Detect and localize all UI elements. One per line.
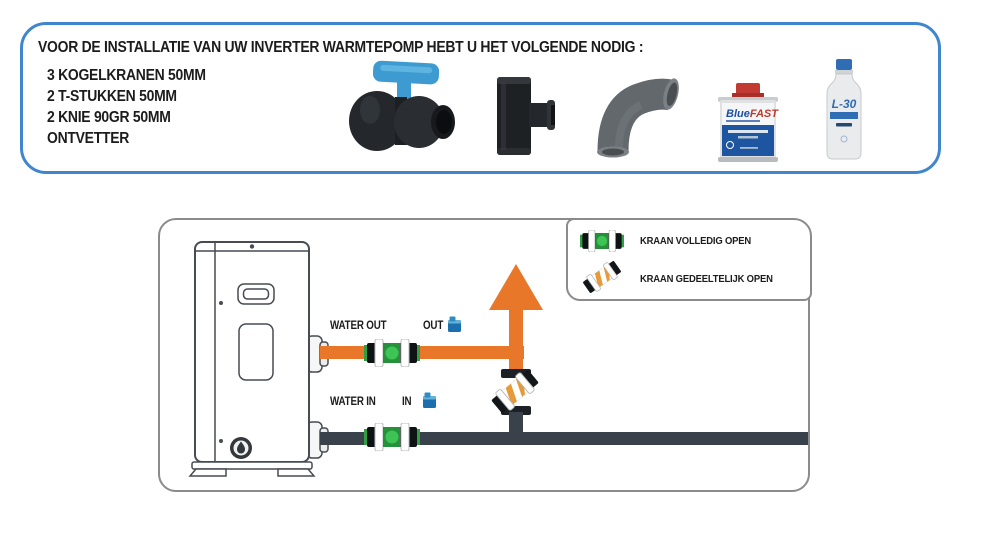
water-out-label: WATER OUT: [330, 320, 387, 332]
requirement-item: 2 KNIE 90GR 50MM: [47, 109, 171, 126]
valve-partial-icon: [580, 257, 624, 296]
valve-water-in-open: [363, 422, 421, 452]
legend-item-valve-partial: KRAAN GEDEELTELIJK OPEN: [580, 257, 787, 296]
legend-item-valve-open: KRAAN VOLLEDIG OPEN: [580, 228, 763, 254]
flow-arrow-icon: [489, 264, 543, 310]
water-in-label: WATER IN: [330, 396, 376, 408]
installation-diagram: WATER OUT OUT WATER IN IN KRAAN VOLLEDIG…: [158, 218, 812, 492]
in-label: IN: [402, 396, 412, 408]
elbow-image: [597, 78, 679, 158]
bypass-pipe: [509, 412, 523, 438]
valve-water-out-open: [363, 338, 421, 368]
bypass-fitting-top: [501, 369, 531, 378]
glue-can-image: BlueFAST: [718, 83, 779, 162]
requirements-title: VOOR DE INSTALLATIE VAN UW INVERTER WARM…: [38, 39, 644, 56]
requirement-item: 3 KOGELKRANEN 50MM: [47, 67, 206, 84]
valve-open-icon: [580, 230, 624, 252]
legend-label: KRAAN GEDEELTELIJK OPEN: [640, 273, 773, 285]
flow-arrow-shaft: [509, 308, 523, 374]
heat-pump-image: [188, 241, 329, 477]
glue-pot-icon: [423, 392, 436, 408]
glue-pot-icon: [448, 316, 461, 332]
bypass-fitting-bottom: [501, 406, 531, 415]
legend: KRAAN VOLLEDIG OPEN KRAAN GEDEELTELIJK O…: [566, 218, 812, 301]
cleaner-brand-text: L-30: [832, 97, 857, 111]
water-in-pipe: [320, 432, 808, 445]
out-label: OUT: [423, 320, 444, 332]
requirements-list: 3 KOGELKRANEN 50MM 2 T-STUKKEN 50MM 2 KN…: [47, 65, 223, 149]
requirement-item: ONTVETTER: [47, 130, 130, 147]
requirements-panel: VOOR DE INSTALLATIE VAN UW INVERTER WARM…: [20, 22, 941, 174]
ball-valve-image: [349, 60, 455, 151]
water-out-pipe: [320, 346, 524, 359]
legend-label: KRAAN VOLLEDIG OPEN: [640, 235, 752, 247]
cleaner-bottle-image: L-30: [826, 59, 862, 160]
t-piece-image: [497, 77, 555, 155]
requirement-item: 2 T-STUKKEN 50MM: [47, 88, 177, 105]
glue-brand-text: BlueFAST: [726, 108, 779, 120]
